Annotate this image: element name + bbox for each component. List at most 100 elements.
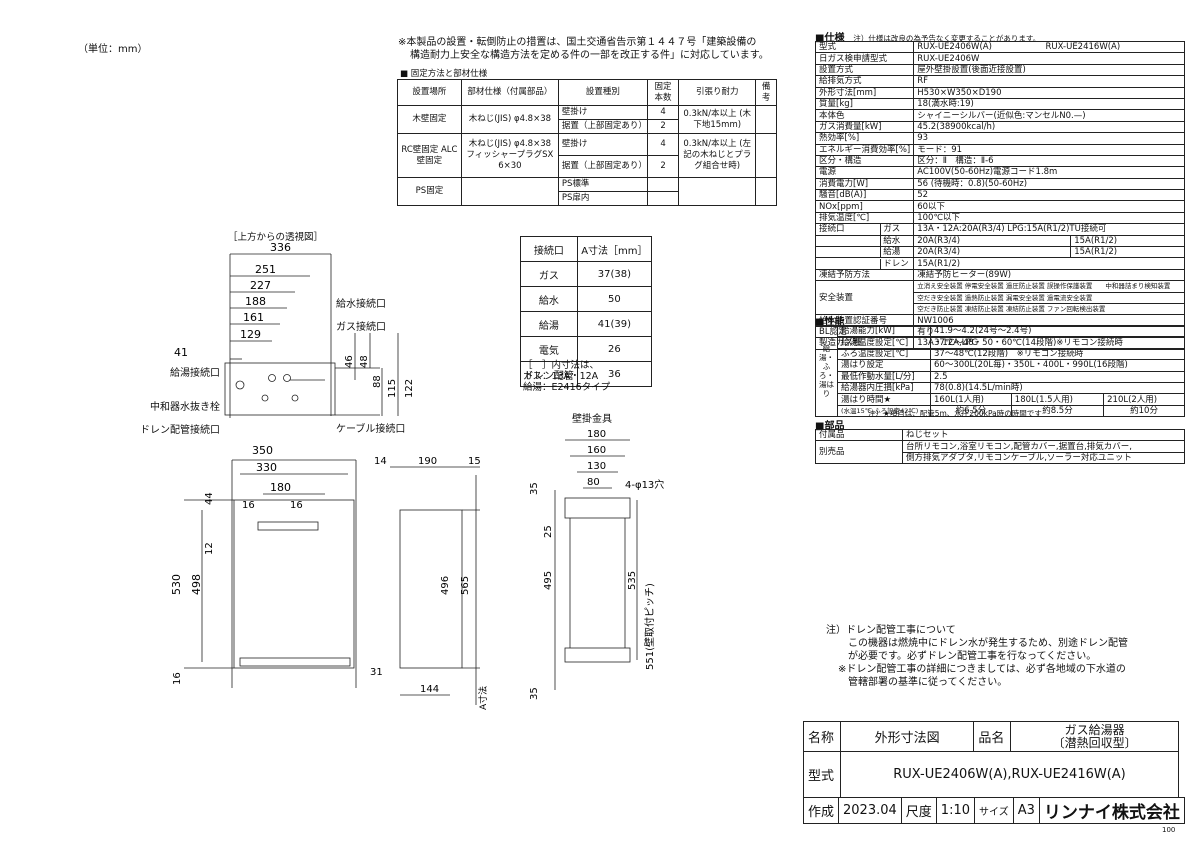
item-line: 〔潜熱回収型〕 bbox=[1052, 735, 1137, 750]
spec-val: 15A(R1/2) bbox=[1070, 234, 1185, 248]
fix-type: 据置（上部固定あり） bbox=[557, 155, 648, 178]
dim-label: 144 bbox=[420, 684, 439, 695]
perf-key: 湯はり時間★ bbox=[837, 393, 931, 406]
model-name: RUX-UE2406W(A),RUX-UE2416W(A) bbox=[840, 751, 1179, 798]
drain-note-line: ※ドレン配管工事の詳細につきましては、必ず各地域の下水道の bbox=[838, 664, 1126, 675]
spec-val: モード：91 bbox=[913, 143, 1185, 156]
spec-val: 区分：Ⅱ 構造：Ⅱ-6 bbox=[913, 154, 1185, 168]
notice-text: ※本製品の設置・転倒防止の措置は、国土交通省告示第１４４７号「建築設備の 構造耐… bbox=[398, 36, 769, 62]
parts-table: 付属品ねじセット 別売品台所リモコン,浴室リモコン,配管カバー,据置台,排気カバ… bbox=[815, 428, 1185, 465]
spec-key: 設置方式 bbox=[814, 63, 915, 77]
label-gas-inlet: ガス接続口 bbox=[336, 322, 386, 333]
top-view-title: ［上方からの透視図］ bbox=[228, 232, 324, 243]
drain-note-line: 管轄部署の基準に従ってください。 bbox=[848, 677, 1008, 688]
spec-key: 日ガス検申請型式 bbox=[814, 52, 915, 65]
company-name: リンナイ株式会社 bbox=[1038, 797, 1185, 824]
dim-label: 495 bbox=[543, 571, 554, 590]
fix-count bbox=[646, 191, 680, 206]
dim-label: 80 bbox=[587, 477, 600, 488]
name-label: 名称 bbox=[803, 721, 841, 752]
spec-val: 45.2(38900kcal/h) bbox=[913, 120, 1185, 134]
fix-part: 木ねじ(JIS) φ4.8×38 フィッシャープラグSX 6×30 bbox=[460, 133, 559, 178]
conn-dim: 26 bbox=[576, 336, 653, 362]
title-block: 名称 外形寸法図 品名 ガス給湯器〔潜熱回収型〕 型式 RUX-UE2406W(… bbox=[803, 721, 1179, 798]
label-cable-inlet: ケーブル接続口 bbox=[336, 424, 406, 435]
spec-val: 20A(R3/4) bbox=[913, 246, 1072, 259]
conn-header: 接続口 bbox=[520, 236, 578, 262]
spec-val: 52 bbox=[913, 189, 1185, 202]
perf-val: 60〜300L(20L毎)・350L・400L・990L(16段階) bbox=[930, 359, 1185, 372]
dim-label: 44 bbox=[204, 492, 215, 505]
dim-label: 122 bbox=[404, 379, 415, 398]
fix-strength bbox=[678, 177, 757, 206]
front-view-drawing: 350 330 180 16 16 44 12 530 498 16 bbox=[170, 444, 357, 688]
spec-key: 給水 bbox=[814, 234, 915, 248]
dim-label: 161 bbox=[243, 311, 264, 324]
dim-label: 35 bbox=[529, 687, 540, 700]
drain-note-line: この機器は燃焼中にドレン水が発生するため、別途ドレン配管 bbox=[848, 638, 1128, 649]
spec-title-row: ■仕様 注）仕様は改良の為予告なく変更することがあります。 bbox=[815, 29, 1040, 44]
perf-side-label: 給湯・ふろ・湯はり bbox=[815, 324, 838, 418]
conn-dim: 50 bbox=[576, 286, 653, 312]
parts-title: ■部品 bbox=[815, 421, 845, 432]
conn-sub-label: 給水 bbox=[880, 236, 912, 246]
bracket-title: 壁掛金具 bbox=[572, 414, 612, 425]
conn-port: 電気 bbox=[520, 336, 578, 362]
parts-val: 台所リモコン,浴室リモコン,配管カバー,据置台,排気カバー, bbox=[902, 440, 1185, 453]
fix-place: 木壁固定 bbox=[397, 105, 462, 134]
perf-table: 給湯・ふろ・湯はり給湯能力[kW]41.9〜4.2(24号〜2.4号) 給湯温度… bbox=[815, 324, 1185, 418]
dim-label: 180 bbox=[587, 429, 606, 440]
conn-sub-label: 給湯 bbox=[880, 247, 912, 257]
fix-strength: 0.3kN/本以上 (左記の木ねじとプラグ組合せ時) bbox=[678, 133, 757, 178]
fix-strength: 0.3kN/本以上 (木下地15mm) bbox=[678, 105, 757, 134]
fix-part: 木ねじ(JIS) φ4.8×38 bbox=[460, 105, 559, 134]
parts-val: 側方排気アダプタ,リモコンケーブル,ソーラー対応ユニット bbox=[902, 451, 1185, 465]
dim-label: 115 bbox=[387, 379, 398, 398]
fix-place: RC壁固定 ALC壁固定 bbox=[397, 133, 462, 178]
scale-value: 1:10 bbox=[935, 797, 976, 824]
fix-remark bbox=[755, 133, 777, 178]
dim-label: 535 bbox=[627, 571, 638, 590]
perf-key: 給湯温度設定[℃] bbox=[837, 336, 931, 349]
dim-label: 188 bbox=[245, 295, 266, 308]
conn-group-label: 接続口 bbox=[819, 224, 845, 235]
spec-key: ガス消費量[kW] bbox=[814, 120, 915, 134]
fill-val: 約8.5分 bbox=[1010, 404, 1105, 418]
dim-label: 14 bbox=[374, 456, 387, 467]
dim-label: 330 bbox=[256, 461, 277, 474]
spec-val: 凍結予防ヒーター(89W) bbox=[913, 268, 1185, 282]
fix-type: 据置（上部固定あり） bbox=[557, 119, 648, 134]
unit-note: （単位：mm） bbox=[78, 44, 148, 55]
dim-label: 31 bbox=[370, 667, 383, 678]
conn-port: 給水 bbox=[520, 286, 578, 312]
spec-val: AC100V(50-60Hz)電源コード1.8m bbox=[913, 166, 1185, 179]
perf-key: ふろ温度設定[℃] bbox=[837, 347, 931, 361]
notice-line: 構造耐力上安全な構造方法を定める件の一部を改正する件」に対応しています。 bbox=[410, 50, 769, 61]
fix-type: PS標準 bbox=[557, 177, 648, 192]
spec-val-a: RUX-UE2406W(A) bbox=[917, 42, 992, 53]
size-value: A3 bbox=[1012, 797, 1040, 824]
spec-key: エネルギー消費効率[%] bbox=[814, 143, 915, 156]
spec-val: 93 bbox=[913, 132, 1185, 145]
fill-col: 210L(2人用) bbox=[1103, 393, 1185, 406]
fill-col: 180L(1.5人用) bbox=[1010, 393, 1105, 406]
spec-key: 凍結予防方法 bbox=[814, 268, 915, 282]
perf-key: 最低作動水量[L/分] bbox=[837, 370, 931, 383]
dim-label: A寸法 bbox=[477, 686, 489, 710]
made-date: 2023.04 bbox=[838, 797, 902, 824]
label-neutralizer-drain: 中和器水抜き栓 bbox=[150, 402, 220, 413]
spec-val: 空だき防止装置 凍結防止装置 凍結防止装置 ファン回転検出装置 bbox=[913, 302, 1185, 316]
dim-label: 129 bbox=[240, 328, 261, 341]
fill-col: 160L(1人用) bbox=[930, 393, 1012, 406]
model-label: 型式 bbox=[803, 751, 841, 798]
spec-key: ドレン bbox=[814, 257, 915, 270]
item-label: 品名 bbox=[973, 721, 1012, 752]
fix-header: 備考 bbox=[755, 79, 777, 106]
dim-label: 46 bbox=[344, 355, 355, 368]
spec-key: 騒音[dB(A)] bbox=[814, 189, 915, 202]
perf-key: 湯はり設定 bbox=[837, 359, 931, 372]
spec-val: 立消え安全装置 停電安全装置 過圧防止装置 誤操作保護装置 中和器詰まり検知装置 bbox=[913, 280, 1185, 293]
spec-key: 排気温度[℃] bbox=[814, 211, 915, 225]
spec-val: 20A(R3/4) bbox=[913, 234, 1072, 248]
